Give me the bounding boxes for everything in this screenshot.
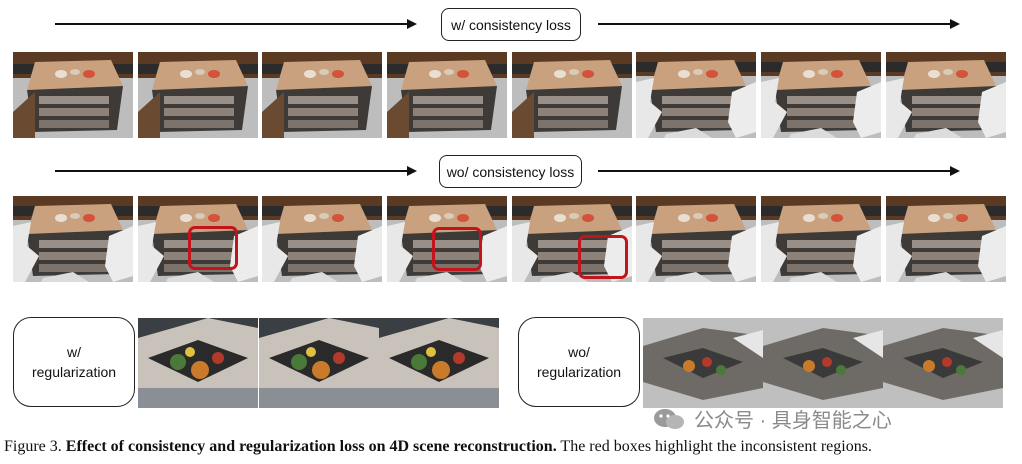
- watermark-text: 公众号 · 具身智能之心: [694, 410, 892, 432]
- with-regularization-label: w/ regularization: [13, 317, 135, 407]
- highlight-box-frame-4: [432, 227, 482, 271]
- row1-arrow-right-head: [950, 19, 960, 29]
- with-reg-frame-3: [379, 318, 499, 408]
- without-reg-frame-1: [643, 318, 763, 408]
- without-reg-frame-2: [763, 318, 883, 408]
- with-regularization-line2: regularization: [31, 364, 117, 380]
- caption-bold: Effect of consistency and regularization…: [65, 438, 557, 455]
- row2-frame-1: [13, 196, 133, 282]
- wechat-icon: [654, 408, 684, 429]
- highlight-box-frame-2: [188, 226, 238, 270]
- without-regularization-line2: regularization: [536, 364, 622, 380]
- with-reg-frame-2: [259, 318, 379, 408]
- with-regularization-line1: w/: [67, 344, 81, 360]
- row1-frame-1: [13, 52, 133, 138]
- with-reg-frame-1: [138, 318, 258, 408]
- row1-label: w/ consistency loss: [441, 8, 581, 41]
- row1-arrow-right-line: [598, 23, 950, 25]
- row1-frame-8: [886, 52, 1006, 138]
- row2-arrow-right-line: [598, 170, 950, 172]
- row1-frame-6: [636, 52, 756, 138]
- caption-prefix: Figure 3.: [4, 438, 62, 455]
- row2-frame-3: [262, 196, 382, 282]
- row2-arrow-right-head: [950, 166, 960, 176]
- figure-caption: Figure 3. Effect of consistency and regu…: [4, 438, 1020, 456]
- row1-frame-7: [761, 52, 881, 138]
- row2-arrow-left-head: [407, 166, 417, 176]
- row1-frame-4: [387, 52, 507, 138]
- without-reg-frame-3: [883, 318, 1003, 408]
- caption-rest: The red boxes highlight the inconsistent…: [560, 438, 872, 455]
- row1-frame-5: [512, 52, 632, 138]
- row1-frame-2: [138, 52, 258, 138]
- row2-frame-8: [886, 196, 1006, 282]
- row1-arrow-left-line: [55, 23, 407, 25]
- without-regularization-line1: wo/: [568, 344, 590, 360]
- row1-arrow-left-head: [407, 19, 417, 29]
- highlight-box-frame-5: [578, 235, 628, 279]
- row1-frame-3: [262, 52, 382, 138]
- row2-arrow-left-line: [55, 170, 407, 172]
- row2-frame-7: [761, 196, 881, 282]
- row2-frame-6: [636, 196, 756, 282]
- without-regularization-label: wo/ regularization: [518, 317, 640, 407]
- row2-label: wo/ consistency loss: [439, 155, 582, 188]
- watermark: 公众号 · 具身智能之心: [652, 404, 892, 433]
